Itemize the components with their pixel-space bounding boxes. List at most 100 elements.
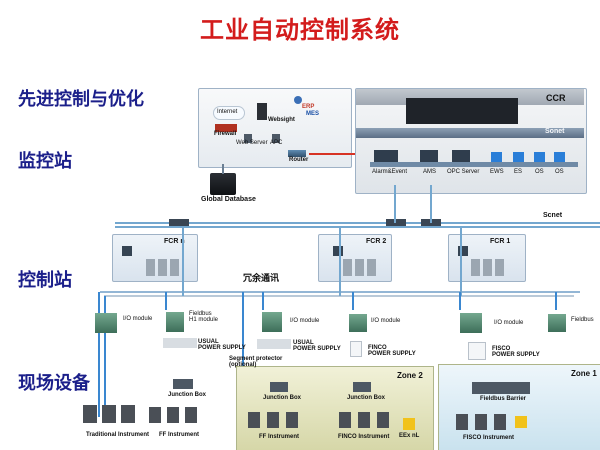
fcr-label: FCR 1 <box>490 238 511 245</box>
field-network-line <box>104 295 574 297</box>
fisco-power-supply-label: FISCO POWER SUPPLY <box>492 346 540 358</box>
station-label: ES <box>514 169 523 175</box>
global-database-label: Global Database <box>201 196 256 203</box>
exnl-label: EEx nL <box>399 433 420 439</box>
router-label: Router <box>289 157 309 163</box>
field-link-line <box>262 292 264 310</box>
zone-label: Zone 1 <box>571 369 597 378</box>
io-module-label: I/O module <box>371 318 401 324</box>
station-label: Alarm&Event <box>372 169 408 175</box>
fcr-workstation-icon <box>333 246 343 256</box>
fcr-label: FCR 2 <box>366 238 387 245</box>
ff-instrument-icon <box>149 407 161 423</box>
ff-instrument-icon <box>286 412 298 428</box>
field-link-line <box>182 226 184 296</box>
alarm-event-station-icon <box>374 150 398 162</box>
fieldbus-label: Fieldbus <box>571 317 594 323</box>
sonet-label: Sonet <box>545 128 565 135</box>
junction-box-label: Junction Box <box>263 395 302 401</box>
junction-box-label: Junction Box <box>168 392 207 398</box>
scnet-network-line-redundant <box>115 226 600 228</box>
ccr-console-base <box>370 162 578 167</box>
usual-power-supply-label: USUAL POWER SUPPLY <box>198 339 246 351</box>
station-label: OS <box>535 169 544 175</box>
fcr-cabinet-icon <box>495 259 504 276</box>
web-server-icon <box>244 134 252 143</box>
fcr-cabinet-icon <box>146 259 155 276</box>
firewall-label: Firewall <box>214 131 237 137</box>
ex-certification-icon <box>515 416 527 428</box>
field-link-line <box>339 226 341 296</box>
ccr-to-scnet-link <box>430 185 432 223</box>
fcr-cabinet-icon <box>343 259 352 276</box>
junction-box-icon <box>353 382 371 392</box>
es-monitor-icon <box>513 152 524 162</box>
level-label-advanced-control: 先进控制与优化 <box>18 89 144 110</box>
field-link-line <box>165 292 167 310</box>
router-icon <box>288 150 306 157</box>
station-label: OPC Server <box>447 169 480 175</box>
fcr-label: FCR n <box>164 238 185 245</box>
fcr-cabinet-icon <box>355 259 364 276</box>
field-link-line <box>459 292 461 310</box>
io-module-label: I/O module <box>494 320 524 326</box>
fisco-instrument-icon <box>456 414 468 430</box>
database-server-icon <box>210 173 236 195</box>
traditional-instrument-label: Traditional Instrument <box>86 432 150 438</box>
scnet-network-line <box>115 222 600 224</box>
fieldbus-barrier-label: Fieldbus Barrier <box>480 396 527 402</box>
ccr-label: CCR <box>546 93 566 103</box>
zone-1-area <box>438 364 600 450</box>
field-link-line <box>460 226 462 296</box>
enterprise-logo-icon <box>294 96 302 104</box>
fcr-cabinet-icon <box>483 259 492 276</box>
fieldbus-module-icon <box>548 314 566 332</box>
field-link-line <box>352 292 354 310</box>
fcr-workstation-icon <box>458 246 468 256</box>
internet-label: Internet <box>217 109 238 115</box>
level-label-control: 控制站 <box>18 270 72 291</box>
websight-label: Websight <box>268 117 295 123</box>
io-module-icon <box>262 312 282 332</box>
zone-2-area <box>236 366 434 450</box>
segment-protector-label: Segment protector (optional) <box>229 356 283 368</box>
network-switch-icon <box>386 219 406 226</box>
firewall-icon <box>215 124 237 132</box>
junction-box-label: Junction Box <box>347 395 386 401</box>
os-monitor-icon <box>554 152 565 162</box>
finco-power-supply-icon <box>350 341 362 357</box>
apc-label: APC <box>270 140 283 146</box>
io-module-icon <box>349 314 367 332</box>
ccr-to-scnet-link <box>394 185 396 223</box>
ff-instrument-icon <box>167 407 179 423</box>
web-server-label: Web Server <box>236 140 268 146</box>
junction-box-icon <box>270 382 288 392</box>
sonet-bar <box>356 128 584 138</box>
fisco-instrument-icon <box>475 414 487 430</box>
fisco-power-supply-icon <box>468 342 486 360</box>
junction-box-icon <box>173 379 193 389</box>
fcr-cabinet-icon <box>170 259 179 276</box>
websight-server-icon <box>257 103 267 120</box>
io-module-icon <box>95 313 117 333</box>
zone-label: Zone 2 <box>397 371 423 380</box>
usual-power-supply-label: USUAL POWER SUPPLY <box>293 340 341 352</box>
traditional-instrument-icon <box>83 405 97 423</box>
ex-certification-icon <box>403 418 415 430</box>
fcr-n-cabinet-box <box>112 234 198 282</box>
fcr-workstation-icon <box>122 246 132 256</box>
level-label-field-devices: 现场设备 <box>18 373 90 394</box>
fisco-instrument-icon <box>494 414 506 430</box>
diagram-title: 工业自动控制系统 <box>200 16 400 44</box>
erp-label: ERP <box>302 104 315 110</box>
ff-instrument-icon <box>267 412 279 428</box>
traditional-instrument-icon <box>102 405 116 423</box>
traditional-instrument-icon <box>121 405 135 423</box>
mes-label: MES <box>306 111 320 117</box>
os-monitor-icon <box>534 152 545 162</box>
fieldbus-h1-module-label: Fieldbus H1 module <box>189 311 219 323</box>
io-module-label: I/O module <box>123 316 153 322</box>
ff-instrument-icon <box>248 412 260 428</box>
station-label: OS <box>555 169 564 175</box>
